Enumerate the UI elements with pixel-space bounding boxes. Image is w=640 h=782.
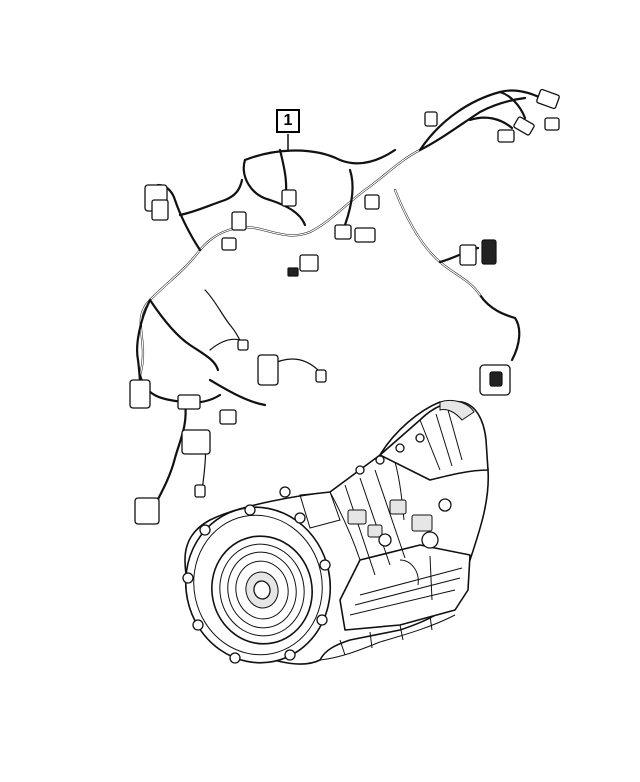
bell-housing-bolts bbox=[182, 504, 331, 664]
wiring-harness bbox=[129, 88, 560, 525]
harness-connectors bbox=[129, 88, 560, 525]
callout-1-label: 1 bbox=[276, 109, 300, 133]
torque-converter bbox=[211, 535, 313, 645]
transmission-assembly bbox=[182, 399, 490, 665]
